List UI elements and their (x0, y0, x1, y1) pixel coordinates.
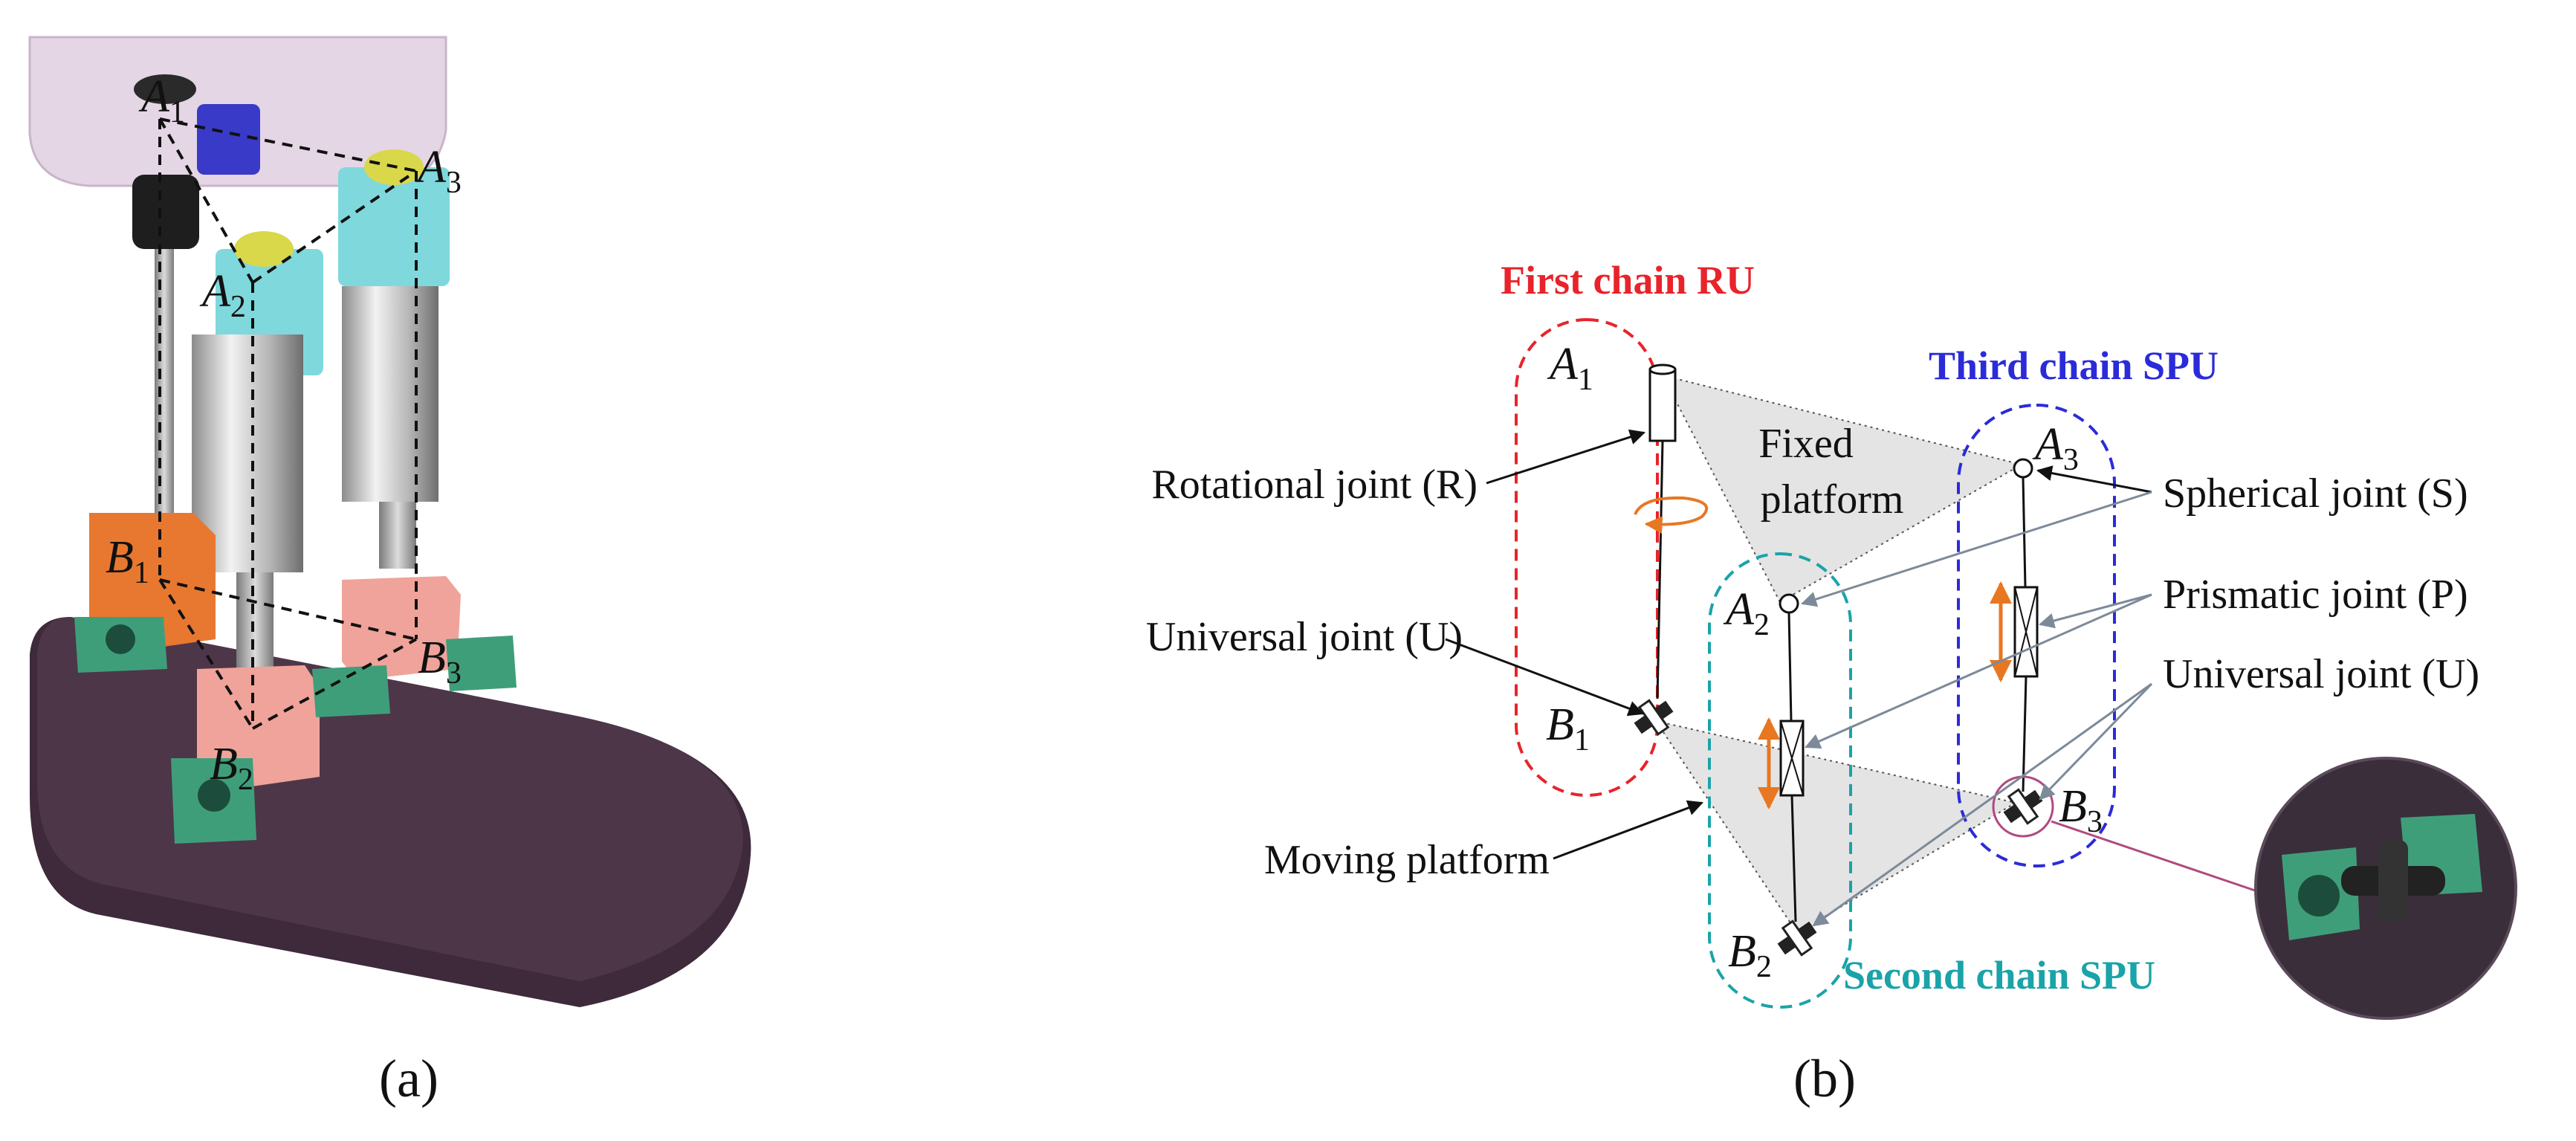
second-chain-upper-link (1787, 612, 1793, 722)
second-chain-lower-link (1790, 795, 1797, 922)
caption-a: (a) (379, 1049, 438, 1108)
second-chain-outline (1708, 552, 1852, 1009)
third-chain-outline (1957, 404, 2116, 867)
third-chain-piston (379, 502, 416, 569)
point-label-b3: B3 (418, 633, 462, 691)
point-label-b-a2: A2 (1723, 584, 1770, 642)
third-chain-spherical-joint (2013, 458, 2033, 479)
third-chain-cylinder-head (338, 167, 450, 286)
first-chain-universal-joint-icon (1634, 699, 1674, 736)
first-chain-link (1656, 440, 1664, 699)
first-chain-motor-can (132, 175, 199, 249)
label-universal-joint-right: Universal joint (U) (2163, 651, 2479, 697)
inset-connector (2051, 820, 2260, 893)
fixed-platform-triangle (1661, 374, 2024, 604)
prismatic-cross-2 (1780, 720, 1804, 796)
mount-b1-hole (106, 624, 135, 654)
point-label-b-b1: B1 (1546, 699, 1590, 757)
point-label-a2: A2 (199, 266, 246, 324)
point-label-b-a3: A3 (2032, 419, 2079, 477)
rotational-joint-top (1648, 363, 1677, 375)
point-label-b-a1: A1 (1547, 339, 1593, 397)
label-rotational-joint: Rotational joint (R) (1151, 462, 1478, 508)
mount-b2-hole (198, 779, 230, 812)
mount-b3-right (446, 636, 517, 691)
third-chain-cylinder-body (342, 286, 438, 502)
motor-blue (197, 104, 260, 175)
mount-b3-left (312, 665, 390, 717)
rotation-arrow-icon (1634, 496, 1708, 534)
rotational-joint (1648, 368, 1677, 442)
point-label-a3: A3 (415, 142, 462, 200)
third-chain-lower-link (2022, 676, 2028, 792)
label-universal-joint-left: Universal joint (U) (1146, 614, 1463, 660)
first-chain-rod (155, 238, 174, 557)
second-chain-universal-joint-icon (1777, 919, 1817, 957)
label-spherical-joint: Spherical joint (S) (2163, 471, 2468, 517)
label-fixed-platform-line1: Fixed (1758, 421, 1854, 467)
first-chain-outline (1515, 318, 1659, 797)
third-chain-universal-joint-icon (2003, 788, 2043, 825)
point-label-b-b2: B2 (1728, 926, 1772, 984)
second-chain-spherical-head (234, 231, 294, 267)
construction-lines (158, 117, 418, 730)
point-label-b2: B2 (210, 739, 253, 797)
label-moving-platform: Moving platform (1264, 837, 1550, 883)
point-label-b1: B1 (106, 532, 149, 590)
caption-b: (b) (1793, 1049, 1856, 1108)
panel-b-schematic: First chain RU Third chain SPU Second ch… (1146, 258, 2517, 1108)
motor-cap (134, 74, 196, 104)
point-label-a1: A1 (138, 71, 185, 129)
prismatic-cross-4 (2014, 586, 2038, 677)
point-label-b-b3: B3 (2059, 781, 2103, 839)
second-chain-title: Second chain SPU (1843, 953, 2155, 998)
moving-platform-triangle (1654, 720, 2018, 934)
label-fixed-platform-line2: platform (1761, 476, 1904, 523)
second-chain-spherical-joint (1779, 593, 1799, 614)
panel-a-3d-render: A1 A3 A2 B1 B3 B2 (a) (28, 36, 751, 1108)
leader-lines (1445, 429, 2153, 927)
universal-joint-zoom-inset (2254, 757, 2517, 1020)
first-chain-title: First chain RU (1501, 258, 1755, 303)
third-chain-universal-block (342, 576, 461, 680)
third-chain-title: Third chain SPU (1929, 343, 2219, 388)
label-prismatic-joint: Prismatic joint (P) (2163, 572, 2468, 618)
